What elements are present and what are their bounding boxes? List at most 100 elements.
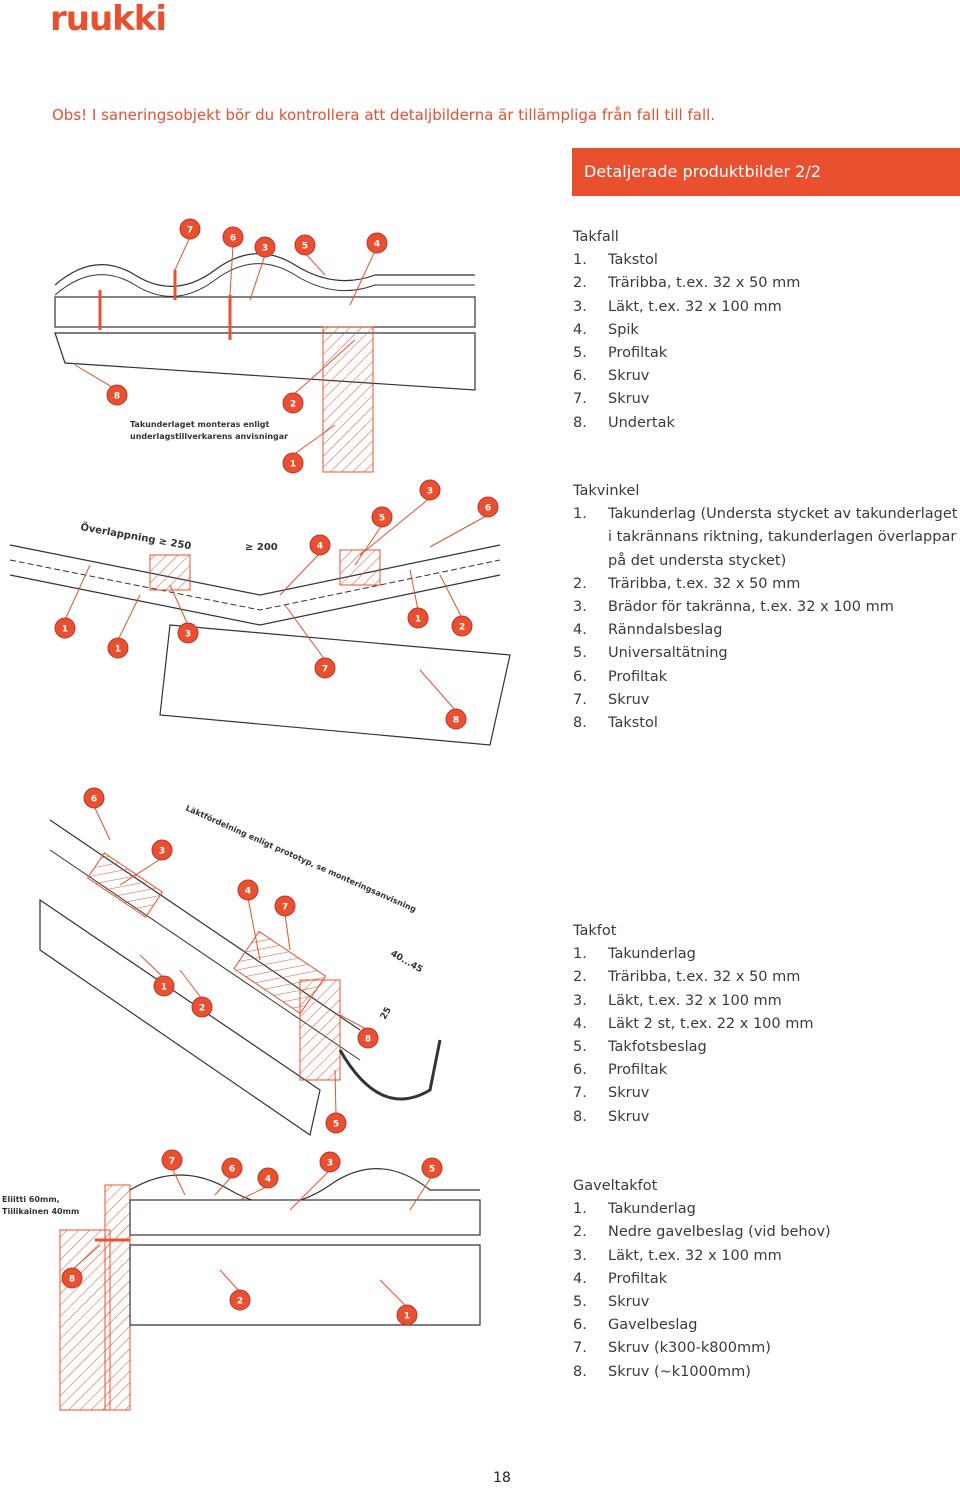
leader-6: 6 [83, 787, 111, 841]
item-number: 5. [573, 1039, 587, 1056]
item-number: 2. [573, 1224, 587, 1241]
svg-text:5: 5 [429, 1165, 435, 1175]
item-number: 5. [573, 645, 587, 662]
note-line-2: underlagstillverkarens anvisningar [130, 432, 288, 441]
leader-3: 3 [289, 1151, 341, 1211]
svg-text:8: 8 [365, 1035, 371, 1045]
leader-labels: 6 3 4 7 1 2 8 5 [83, 787, 379, 1134]
note-line-2: Tiilikainen 40mm [2, 1207, 79, 1216]
leader-3: 3 [119, 839, 173, 886]
note-line-1: Eliitti 60mm, [2, 1195, 60, 1204]
item-text: Takunderlag [608, 1201, 696, 1218]
item-number: 8. [573, 414, 587, 431]
item-number: 7. [573, 691, 587, 708]
item-text: Undertak [608, 414, 675, 431]
item-number: 3. [573, 1247, 587, 1264]
item-text: Läkt, t.ex. 32 x 100 mm [608, 992, 782, 1009]
leader-2: 2 [282, 339, 356, 414]
section-banner: Detaljerade produktbilder 2/2 [572, 148, 960, 196]
svg-text:6: 6 [230, 234, 236, 244]
list-item: 2.Träribba, t.ex. 32 x 50 mm [573, 966, 960, 989]
section-takvinkel: Takvinkel 1.Takunderlag (Understa stycke… [573, 480, 960, 735]
item-number: 1. [573, 252, 587, 269]
section-title: Takvinkel [573, 483, 640, 499]
svg-text:1: 1 [161, 983, 167, 993]
item-text: Takstol [608, 715, 658, 732]
item-number: 2. [573, 575, 587, 592]
list-item: 4.Ränndalsbeslag [573, 619, 960, 642]
leader-1: 1 [282, 424, 336, 474]
item-number: 8. [573, 715, 587, 732]
svg-text:6: 6 [91, 795, 97, 805]
leader-4: 4 [279, 534, 331, 596]
leader-labels: 7 6 3 5 4 8 2 1 [74, 218, 388, 474]
item-number: 7. [573, 391, 587, 408]
spacing-note: Läktfördelning enligt prototyp, se monte… [184, 804, 418, 915]
list-item: 4.Spik [573, 319, 960, 342]
item-text: Gavelbeslag [608, 1317, 698, 1334]
svg-text:2: 2 [459, 623, 465, 633]
ruukki-logo: ruukki [50, 2, 167, 38]
list-item: 4.Profiltak [573, 1268, 960, 1291]
svg-text:1: 1 [415, 615, 421, 625]
list-item: 5.Skruv [573, 1291, 960, 1314]
item-number: 8. [573, 1108, 587, 1125]
leader-5: 5 [354, 506, 393, 566]
svg-text:4: 4 [374, 240, 380, 250]
svg-text:1: 1 [290, 460, 296, 470]
list-item: 8.Skruv [573, 1106, 960, 1129]
note-line-1: Takunderlaget monteras enligt [130, 420, 270, 429]
list-item: 2.Träribba, t.ex. 32 x 50 mm [573, 272, 960, 295]
takfot-drawing: Läktfördelning enligt prototyp, se monte… [39, 787, 442, 1136]
svg-text:2: 2 [199, 1004, 205, 1014]
svg-text:3: 3 [262, 244, 268, 254]
leader-6: 6 [214, 1157, 243, 1196]
leader-8: 8 [61, 1244, 101, 1289]
svg-text:1: 1 [62, 625, 68, 635]
item-number: 6. [573, 368, 587, 385]
item-number: 1. [573, 506, 587, 523]
gaveltakfot-drawing: Eliitti 60mm, Tiilikainen 40mm 7 6 4 3 5… [2, 1149, 481, 1411]
list-item: 1.Takunderlag [573, 1198, 960, 1221]
list-item: 7.Skruv (k300-k800mm) [573, 1337, 960, 1360]
item-text: Takstol [608, 252, 658, 269]
item-number: 3. [573, 298, 587, 315]
svg-text:4: 4 [265, 1175, 271, 1185]
leader-1c: 1 [407, 569, 429, 629]
item-text: Skruv [608, 691, 650, 708]
section-title: Takfot [573, 923, 617, 939]
svg-text:5: 5 [333, 1120, 339, 1130]
leader-2: 2 [219, 1269, 251, 1311]
item-number: 5. [573, 345, 587, 362]
item-text: Skruv (k300-k800mm) [608, 1340, 771, 1357]
svg-text:7: 7 [169, 1157, 175, 1167]
item-number: 7. [573, 1085, 587, 1102]
svg-text:8: 8 [453, 716, 459, 726]
leader-7: 7 [274, 895, 296, 951]
list-item: 5.Universaltätning [573, 642, 960, 665]
list-item: 1.Takunderlag [573, 943, 960, 966]
svg-text:7: 7 [322, 665, 328, 675]
list-item: 5.Takfotsbeslag [573, 1036, 960, 1059]
leader-labels: 7 6 4 3 5 8 2 1 [61, 1149, 443, 1326]
svg-text:4: 4 [317, 542, 323, 552]
svg-text:5: 5 [302, 242, 308, 252]
list-item: 2.Nedre gavelbeslag (vid behov) [573, 1221, 960, 1244]
svg-text:1: 1 [404, 1312, 410, 1322]
svg-text:3: 3 [427, 487, 433, 497]
list-item: 5.Profiltak [573, 342, 960, 365]
list-item: 3.Läkt, t.ex. 32 x 100 mm [573, 990, 960, 1013]
leader-4: 4 [237, 879, 261, 961]
item-number: 4. [573, 622, 587, 639]
leader-5: 5 [325, 1069, 347, 1134]
item-text: Läkt, t.ex. 32 x 100 mm [608, 298, 782, 315]
list-item: 4.Läkt 2 st, t.ex. 22 x 100 mm [573, 1013, 960, 1036]
svg-text:2: 2 [237, 1297, 243, 1307]
item-number: 2. [573, 275, 587, 292]
svg-text:1: 1 [115, 645, 121, 655]
list-item: 8. Takstol [573, 712, 960, 735]
